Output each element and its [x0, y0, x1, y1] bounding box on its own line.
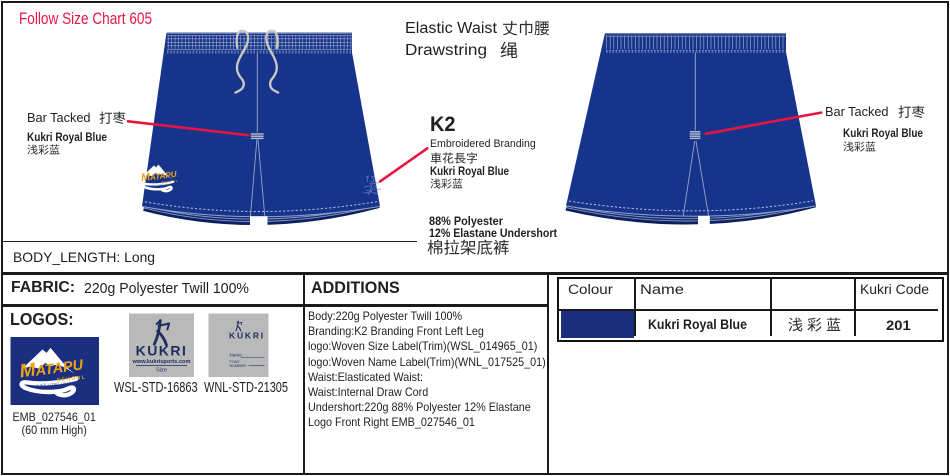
svg-text:www.kukrisports.com: www.kukrisports.com	[132, 359, 191, 365]
svg-text:KUKRI: KUKRI	[229, 331, 265, 341]
svg-text:KUKRI: KUKRI	[136, 343, 188, 359]
svg-text:Size: Size	[156, 368, 167, 374]
svg-text:NUMBER: NUMBER	[230, 364, 247, 368]
svg-text:FONT: FONT	[230, 360, 241, 364]
svg-text:Name: Name	[230, 353, 243, 358]
